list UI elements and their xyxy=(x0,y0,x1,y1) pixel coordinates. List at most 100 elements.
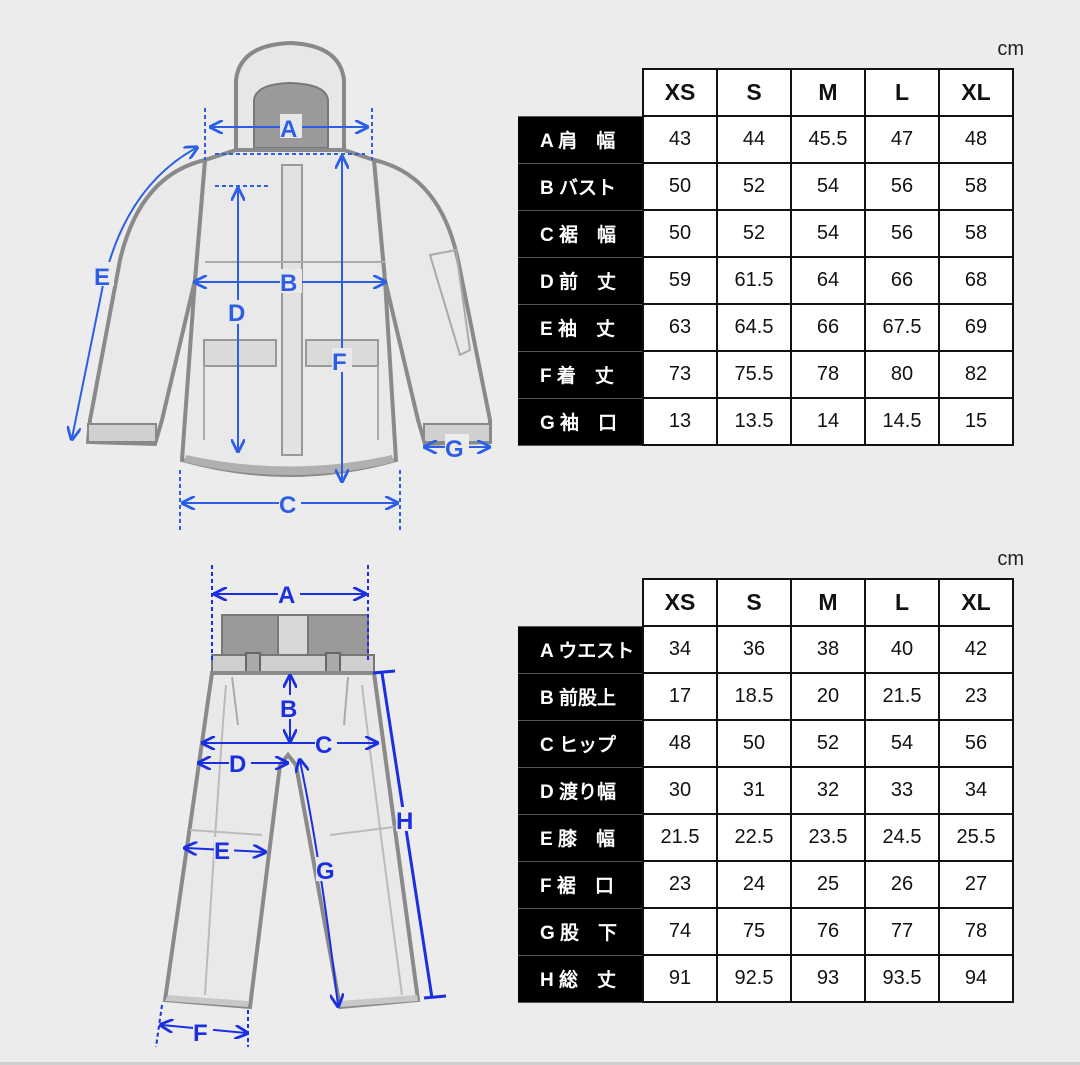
table-corner xyxy=(518,69,643,116)
pants-label-f: F xyxy=(193,1020,208,1047)
row-label: D 前 丈 xyxy=(518,256,643,305)
table-row: C ヒップ 48 50 52 54 56 xyxy=(518,719,1014,768)
row-label: F 着 丈 xyxy=(518,350,643,399)
jacket-label-f: F xyxy=(332,349,347,376)
pants-label-b: B xyxy=(280,696,297,723)
row-label: H 総 丈 xyxy=(518,954,643,1003)
table-row: G 袖 口 13 13.5 14 14.5 15 xyxy=(518,397,1014,446)
table-cell: 78 xyxy=(938,907,1014,956)
table-row: D 渡り幅 30 31 32 33 34 xyxy=(518,766,1014,815)
table-row: F 着 丈 73 75.5 78 80 82 xyxy=(518,350,1014,399)
table-cell: 64.5 xyxy=(716,303,792,352)
table-cell: 27 xyxy=(938,860,1014,909)
table-cell: 73 xyxy=(642,350,718,399)
table-cell: 82 xyxy=(938,350,1014,399)
table-cell: 14.5 xyxy=(864,397,940,446)
pants-label-e: E xyxy=(214,838,230,865)
table-row: A ウエスト 34 36 38 40 42 xyxy=(518,625,1014,674)
table-cell: 30 xyxy=(642,766,718,815)
jacket-unit-label: cm xyxy=(997,38,1024,60)
table-row: G 股 下 74 75 76 77 78 xyxy=(518,907,1014,956)
table-cell: 32 xyxy=(790,766,866,815)
pants-unit-label: cm xyxy=(997,548,1024,570)
pants-label-h: H xyxy=(396,808,413,835)
table-cell: 38 xyxy=(790,625,866,674)
table-cell: 25.5 xyxy=(938,813,1014,862)
jacket-diagram: A B C D E F G xyxy=(0,0,520,540)
table-cell: 52 xyxy=(716,209,792,258)
jacket-label-a: A xyxy=(280,116,297,143)
size-header-l: L xyxy=(864,578,940,627)
table-cell: 31 xyxy=(716,766,792,815)
table-cell: 13 xyxy=(642,397,718,446)
table-cell: 69 xyxy=(938,303,1014,352)
table-row: F 裾 口 23 24 25 26 27 xyxy=(518,860,1014,909)
table-cell: 33 xyxy=(864,766,940,815)
table-cell: 52 xyxy=(790,719,866,768)
table-cell: 23 xyxy=(642,860,718,909)
row-label: E 袖 丈 xyxy=(518,303,643,352)
table-cell: 64 xyxy=(790,256,866,305)
table-cell: 77 xyxy=(864,907,940,956)
table-cell: 40 xyxy=(864,625,940,674)
pants-label-c: C xyxy=(315,732,332,759)
pants-legs xyxy=(162,671,421,1010)
table-cell: 26 xyxy=(864,860,940,909)
table-cell: 18.5 xyxy=(716,672,792,721)
pants-label-g: G xyxy=(316,858,335,885)
row-label: E 膝 幅 xyxy=(518,813,643,862)
table-cell: 56 xyxy=(864,162,940,211)
table-row: C 裾 幅 50 52 54 56 58 xyxy=(518,209,1014,258)
size-header-l: L xyxy=(864,68,940,117)
jacket-label-b: B xyxy=(280,270,297,297)
table-cell: 61.5 xyxy=(716,256,792,305)
table-cell: 91 xyxy=(642,954,718,1003)
jacket-label-c: C xyxy=(279,492,296,519)
table-cell: 66 xyxy=(864,256,940,305)
jacket-size-table: XS S M L XL A 肩 幅 43 44 45.5 47 48 B バスト… xyxy=(518,68,1014,446)
table-cell: 56 xyxy=(864,209,940,258)
row-label: C 裾 幅 xyxy=(518,209,643,258)
table-cell: 50 xyxy=(716,719,792,768)
table-row: E 膝 幅 21.5 22.5 23.5 24.5 25.5 xyxy=(518,813,1014,862)
size-header-s: S xyxy=(716,68,792,117)
table-cell: 92.5 xyxy=(716,954,792,1003)
table-cell: 50 xyxy=(642,209,718,258)
table-cell: 66 xyxy=(790,303,866,352)
table-cell: 75.5 xyxy=(716,350,792,399)
row-label: F 裾 口 xyxy=(518,860,643,909)
size-header-xl: XL xyxy=(938,578,1014,627)
table-row: A 肩 幅 43 44 45.5 47 48 xyxy=(518,115,1014,164)
table-cell: 45.5 xyxy=(790,115,866,164)
pants-label-d: D xyxy=(229,751,246,778)
table-cell: 25 xyxy=(790,860,866,909)
table-cell: 52 xyxy=(716,162,792,211)
table-cell: 54 xyxy=(790,209,866,258)
jacket-label-g: G xyxy=(445,436,464,463)
table-cell: 22.5 xyxy=(716,813,792,862)
table-cell: 24 xyxy=(716,860,792,909)
size-header-s: S xyxy=(716,578,792,627)
table-cell: 15 xyxy=(938,397,1014,446)
table-row: E 袖 丈 63 64.5 66 67.5 69 xyxy=(518,303,1014,352)
row-label: B 前股上 xyxy=(518,672,643,721)
table-cell: 58 xyxy=(938,209,1014,258)
table-cell: 20 xyxy=(790,672,866,721)
size-header-m: M xyxy=(790,578,866,627)
table-cell: 47 xyxy=(864,115,940,164)
jacket-label-d: D xyxy=(228,300,245,327)
table-cell: 21.5 xyxy=(642,813,718,862)
table-cell: 48 xyxy=(938,115,1014,164)
size-header-xs: XS xyxy=(642,68,718,117)
table-row: B 前股上 17 18.5 20 21.5 23 xyxy=(518,672,1014,721)
table-cell: 68 xyxy=(938,256,1014,305)
table-cell: 14 xyxy=(790,397,866,446)
table-cell: 56 xyxy=(938,719,1014,768)
pants-diagram: A B C D E F G H xyxy=(0,555,520,1060)
table-cell: 74 xyxy=(642,907,718,956)
table-cell: 50 xyxy=(642,162,718,211)
table-corner xyxy=(518,579,643,626)
row-label: A ウエスト xyxy=(518,625,643,674)
row-label: A 肩 幅 xyxy=(518,115,643,164)
size-header-m: M xyxy=(790,68,866,117)
